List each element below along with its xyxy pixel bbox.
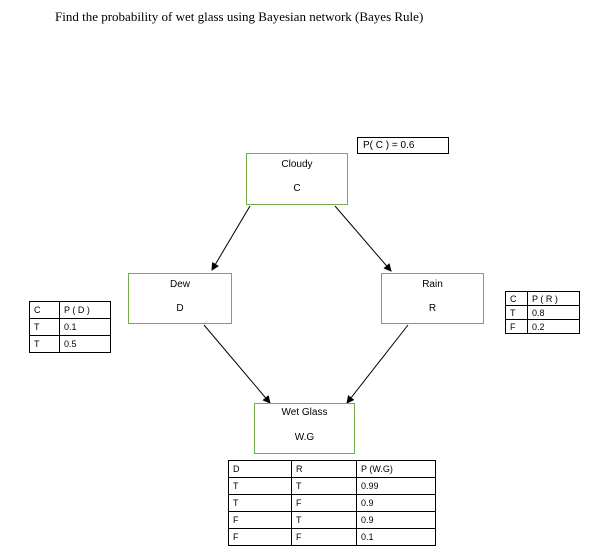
node-wetglass-name: Wet Glass (281, 407, 328, 418)
node-dew-abbr: D (176, 303, 184, 314)
table-cell: T (29, 318, 60, 336)
table-cell: F (228, 511, 292, 529)
table-cell: 0.5 (59, 335, 111, 353)
table-row: T 0.1 (29, 318, 111, 336)
node-rain-abbr: R (428, 303, 437, 314)
node-dew-name: Dew (169, 279, 190, 290)
table-row: T 0.8 (505, 305, 580, 320)
header-cell: R (291, 460, 357, 478)
table-row: T F 0.9 (228, 494, 436, 512)
node-wetglass: Wet Glass W.G (254, 403, 355, 454)
table-header-row: C P ( R ) (505, 291, 580, 306)
table-row: F F 0.1 (228, 528, 436, 546)
table-cell: 0.2 (527, 319, 580, 334)
header-cell: C (505, 291, 528, 306)
node-cloudy-abbr: C (293, 183, 301, 194)
table-cell: 0.1 (356, 528, 436, 546)
table-cell: T (505, 305, 528, 320)
table-header-row: C P ( D ) (29, 301, 111, 319)
table-cell: F (291, 494, 357, 512)
table-cell: 0.9 (356, 494, 436, 512)
table-cell: F (291, 528, 357, 546)
prior-cloudy-box: P( C ) = 0.6 (357, 137, 449, 154)
node-rain-name: Rain (422, 279, 443, 290)
table-cell: T (29, 335, 60, 353)
rain-cpt-table: C P ( R ) T 0.8 F 0.2 (505, 291, 580, 334)
wetglass-cpt-table: D R P (W.G) T T 0.99 T F 0.9 F T 0.9 F F… (228, 460, 436, 546)
table-row: F 0.2 (505, 319, 580, 334)
dew-cpt-table: C P ( D ) T 0.1 T 0.5 (29, 301, 111, 353)
table-cell: 0.99 (356, 477, 436, 495)
table-cell: T (228, 477, 292, 495)
edge-dew-wetglass (203, 324, 271, 404)
header-cell: P ( D ) (59, 301, 111, 319)
header-cell: D (228, 460, 292, 478)
table-cell: 0.8 (527, 305, 580, 320)
edge-cloudy-dew (211, 205, 251, 271)
table-row: T T 0.99 (228, 477, 436, 495)
problem-title: Find the probability of wet glass using … (55, 9, 424, 24)
node-cloudy-name: Cloudy (281, 159, 313, 170)
table-cell: 0.1 (59, 318, 111, 336)
node-rain: Rain R (381, 273, 484, 324)
table-row: F T 0.9 (228, 511, 436, 529)
node-dew: Dew D (128, 273, 232, 324)
table-row: T 0.5 (29, 335, 111, 353)
table-cell: T (291, 511, 357, 529)
header-cell: C (29, 301, 60, 319)
table-cell: T (228, 494, 292, 512)
edge-cloudy-rain (334, 205, 392, 272)
header-cell: P ( R ) (527, 291, 580, 306)
node-cloudy: Cloudy C (246, 153, 348, 205)
edge-rain-wetglass (346, 324, 409, 404)
table-cell: F (228, 528, 292, 546)
table-cell: F (505, 319, 528, 334)
header-cell: P (W.G) (356, 460, 436, 478)
table-cell: 0.9 (356, 511, 436, 529)
node-wetglass-abbr: W.G (294, 432, 315, 443)
table-header-row: D R P (W.G) (228, 460, 436, 478)
table-cell: T (291, 477, 357, 495)
